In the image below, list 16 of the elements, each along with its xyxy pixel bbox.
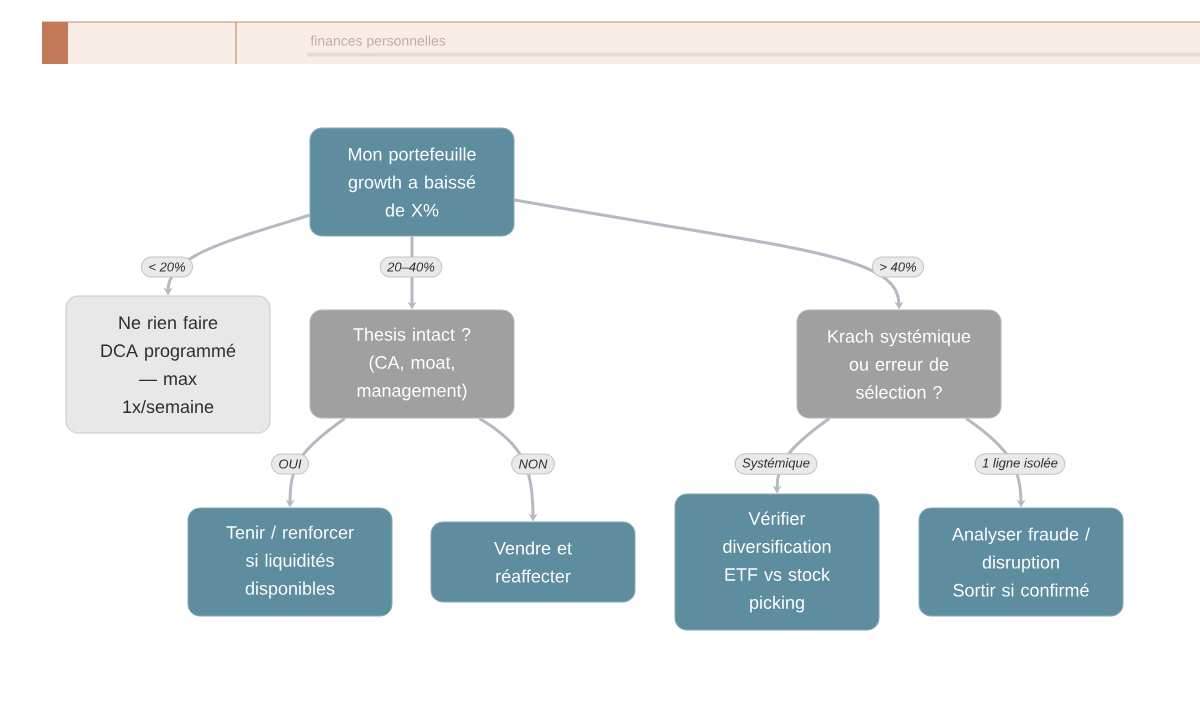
action-box: Analyser fraude / disruption Sortir si confirmé — [918, 507, 1124, 617]
action-box: Tenir / renforcer si liquidités disponibles — [187, 507, 393, 617]
action-box: Vendre et réaffecter — [430, 521, 636, 603]
action-box: Ne rien faire DCA programmé — max 1x/semaine — [65, 295, 271, 434]
edge-label: > 40% — [871, 256, 925, 278]
edge-label: Systémique — [734, 453, 818, 475]
edge-label: NON — [511, 453, 555, 475]
decision-box: Krach systémique ou erreur de sélection ? — [796, 309, 1002, 419]
start-box: Mon portefeuille growth a baissé de X% — [309, 127, 515, 237]
edge-label: < 20% — [140, 256, 194, 278]
action-box: Vérifier diversification ETF vs stock picking — [674, 493, 880, 631]
edge-label: 20–40% — [379, 256, 443, 278]
tagline-text: finances personnelles — [310, 35, 446, 49]
edge-label: OUI — [270, 453, 310, 475]
edge-label: 1 ligne isolée — [974, 453, 1066, 475]
decision-box: Thesis intact ? (CA, moat, management) — [309, 309, 515, 419]
